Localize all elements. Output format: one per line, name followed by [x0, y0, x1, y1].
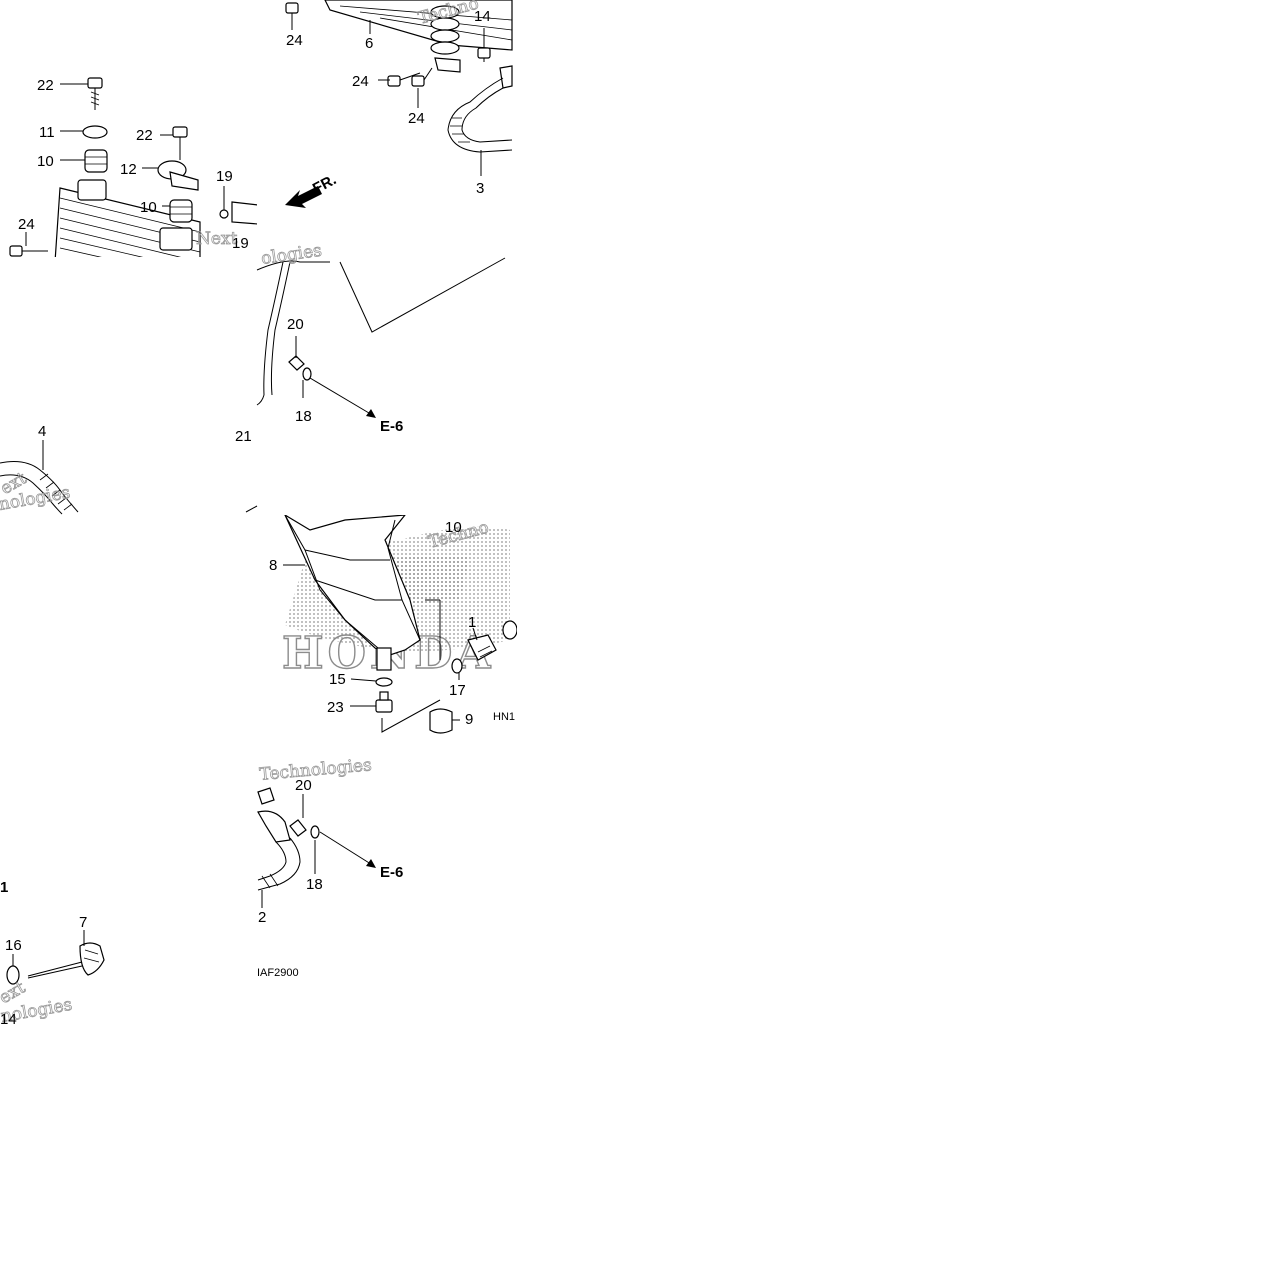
- rubber-grommet-10-lower-left: [169, 199, 193, 223]
- callout-20: 20: [287, 316, 304, 333]
- watermark-ologies-middle: ologies: [260, 241, 323, 269]
- callout-11: 11: [39, 124, 55, 141]
- rubber-cap-9: [429, 708, 453, 734]
- callout-14: 14: [474, 8, 491, 25]
- callout-10: 10: [445, 519, 462, 536]
- dowel-pin-20-lower: [289, 819, 307, 837]
- callout-24: 24: [18, 216, 35, 233]
- flange-bolt-24-top-c: [411, 67, 433, 87]
- oil-level-dipstick-7: [27, 930, 105, 979]
- oil-hose-assembly-lower: [257, 787, 376, 908]
- callout-14: 14: [0, 1011, 17, 1028]
- front-direction-arrow: FR.: [285, 171, 339, 208]
- callout-21: 21: [235, 428, 252, 445]
- sealing-washer-17: [451, 658, 463, 674]
- collar-11: [82, 125, 108, 139]
- o-ring-19: [219, 209, 229, 219]
- callout-labels: 24 6 14 24 24 3 22 11 10 22 12 19 10 24 …: [0, 8, 491, 1028]
- callout-8: 8: [269, 557, 277, 574]
- oil-cooler-hose-3: [447, 65, 513, 153]
- oil-tank-assembly: [283, 515, 517, 734]
- part-code-hn: HN1: [493, 711, 515, 723]
- callout-22: 22: [37, 77, 54, 94]
- callout-16: 16: [5, 937, 22, 954]
- callout-22: 22: [136, 127, 153, 144]
- coil-spring-cooler: [430, 5, 460, 55]
- reference-arrow-e6-upper: [309, 377, 376, 418]
- callout-10: 10: [140, 199, 157, 216]
- oil-pipe-assembly-middle: [256, 257, 506, 418]
- callout-20: 20: [295, 777, 312, 794]
- flange-bolt-lower: [257, 787, 275, 805]
- o-ring-18-lower: [310, 825, 320, 839]
- callout-2: 2: [258, 909, 266, 926]
- callout-18: 18: [295, 408, 312, 425]
- callout-7: 7: [79, 914, 87, 931]
- callout-19: 19: [232, 235, 249, 252]
- callout-12: 12: [120, 161, 137, 178]
- oil-cooler-assembly-top: [285, 0, 513, 176]
- figure-code: IAF2900: [257, 967, 299, 979]
- callout-23: 23: [327, 699, 344, 716]
- callout-4: 4: [38, 423, 46, 440]
- watermark-next: Next: [196, 229, 238, 249]
- sealing-washer-15: [375, 677, 393, 687]
- callout-1: 1: [468, 614, 476, 631]
- callout-15: 15: [329, 671, 346, 688]
- bolt-14-top: [477, 28, 491, 62]
- section-reference-e6-lower: E-6: [380, 864, 403, 881]
- section-reference-e6-upper: E-6: [380, 418, 403, 435]
- reference-arrow-e6-lower: [319, 831, 376, 868]
- oil-cooler-core-left: [54, 179, 201, 257]
- o-ring-18-middle: [302, 367, 312, 381]
- callout-3: 3: [476, 180, 484, 197]
- callout-10: 10: [37, 153, 54, 170]
- callout-18: 18: [306, 876, 323, 893]
- hose-fitting-left: [231, 201, 257, 225]
- callout-6: 6: [365, 35, 373, 52]
- callout-19: 19: [216, 168, 233, 185]
- flange-bolt-24-top-b: [387, 72, 421, 87]
- flange-bolt-24-left: [9, 245, 48, 257]
- drain-bolt-23: [375, 691, 393, 713]
- flange-bolt-22-left: [87, 77, 103, 110]
- flange-bolt-22-right: [172, 126, 188, 160]
- watermark-technologies-lower: Technologies: [259, 755, 373, 785]
- hose-clamp-12: [157, 160, 199, 191]
- callout-17: 17: [449, 682, 466, 699]
- rubber-grommet-10-upper-left: [84, 149, 108, 173]
- callout-24: 24: [408, 110, 425, 127]
- callout-24: 24: [352, 73, 369, 90]
- dowel-pin-20-middle: [288, 355, 305, 371]
- oil-cooler-hose-4: [0, 440, 258, 515]
- callout-1: 1: [0, 879, 8, 896]
- flange-bolt-24-top-a: [285, 2, 299, 30]
- callout-9: 9: [465, 711, 473, 728]
- oil-temperature-sensor-1: [467, 620, 517, 661]
- watermark-layer: Techno Next ologies ext nologies Techno …: [0, 0, 491, 1027]
- callout-24: 24: [286, 32, 303, 49]
- oil-cooler-assembly-left: [9, 77, 257, 257]
